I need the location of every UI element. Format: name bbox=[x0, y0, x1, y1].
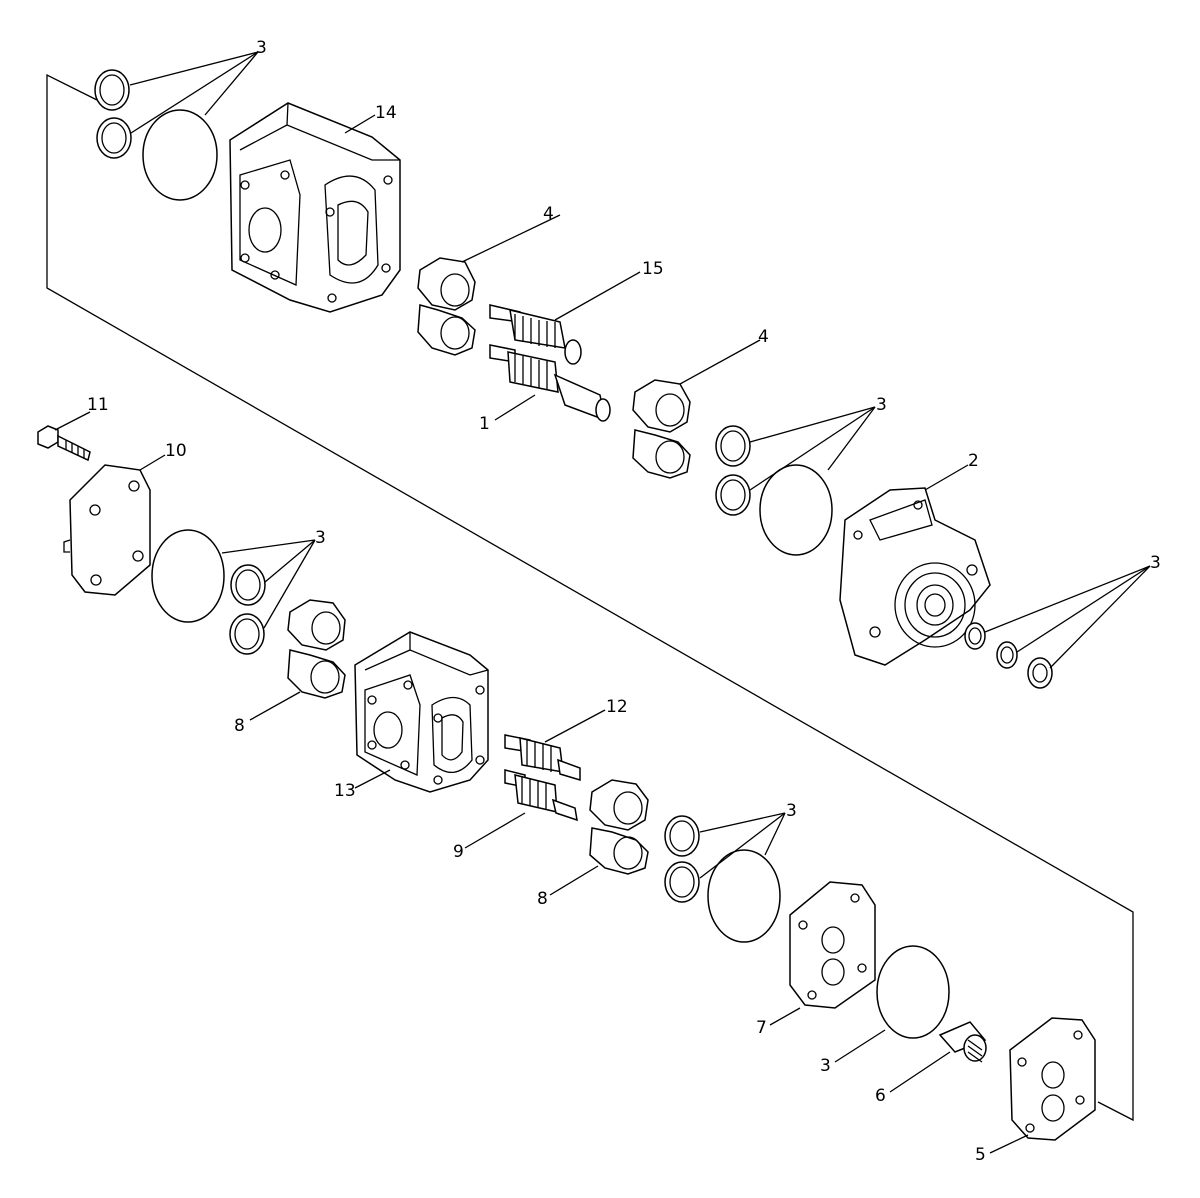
part-3-seal-group-middle[interactable] bbox=[715, 425, 833, 556]
part-3-o-ring-bottom[interactable] bbox=[876, 945, 950, 1039]
part-7-wear-plate[interactable] bbox=[789, 881, 876, 1009]
part-3-seal-group-lower-left[interactable] bbox=[151, 529, 266, 655]
callout-11: 11 bbox=[87, 395, 109, 415]
callout-6: 6 bbox=[875, 1086, 886, 1106]
callout-3-top-left: 3 bbox=[256, 38, 267, 58]
callout-8-left: 8 bbox=[234, 716, 245, 736]
callout-2: 2 bbox=[968, 451, 979, 471]
part-2-mounting-flange[interactable] bbox=[839, 487, 991, 666]
part-10-end-cover[interactable] bbox=[63, 464, 151, 596]
assembly-outline bbox=[46, 73, 1134, 1122]
callout-4-top: 4 bbox=[543, 204, 554, 224]
part-14-housing[interactable] bbox=[229, 102, 401, 313]
callout-8-right: 8 bbox=[537, 889, 548, 909]
part-8-bearing-block-left[interactable] bbox=[287, 599, 346, 699]
part-11-bolt[interactable] bbox=[37, 425, 91, 462]
part-3-seal-group-top-left[interactable] bbox=[94, 69, 218, 201]
leader-lines bbox=[54, 51, 1151, 1154]
part-4-bearing-block-middle[interactable] bbox=[632, 379, 691, 479]
callout-3-bottom: 3 bbox=[820, 1056, 831, 1076]
callout-13: 13 bbox=[334, 781, 356, 801]
part-3-seal-group-lower-middle[interactable] bbox=[664, 815, 781, 943]
part-13-housing[interactable] bbox=[354, 631, 489, 793]
part-15-drive-gear[interactable] bbox=[489, 304, 582, 365]
callout-5: 5 bbox=[975, 1145, 986, 1165]
part-1-driven-gear[interactable] bbox=[489, 344, 611, 422]
callout-9: 9 bbox=[453, 842, 464, 862]
callout-14: 14 bbox=[375, 103, 397, 123]
callout-3-lower-left: 3 bbox=[315, 528, 326, 548]
part-12-gear[interactable] bbox=[504, 734, 581, 782]
callout-7: 7 bbox=[756, 1018, 767, 1038]
callout-3-middle: 3 bbox=[876, 395, 887, 415]
part-6-bushing[interactable] bbox=[938, 1021, 987, 1063]
part-9-gear[interactable] bbox=[504, 769, 578, 822]
part-5-end-plate[interactable] bbox=[1009, 1017, 1096, 1141]
callout-4-middle: 4 bbox=[758, 327, 769, 347]
callout-12: 12 bbox=[606, 697, 628, 717]
callout-3-right: 3 bbox=[1150, 553, 1161, 573]
callout-3-lower-middle: 3 bbox=[786, 801, 797, 821]
part-8-bearing-block-right[interactable] bbox=[589, 779, 649, 875]
callout-labels: 3 14 4 15 4 1 3 2 3 11 10 3 8 13 12 9 8 … bbox=[87, 38, 1161, 1165]
part-3-seal-group-right[interactable] bbox=[964, 622, 1053, 689]
callout-10: 10 bbox=[165, 441, 187, 461]
part-4-bearing-block-top[interactable] bbox=[417, 257, 476, 356]
callout-15: 15 bbox=[642, 259, 664, 279]
callout-1: 1 bbox=[479, 414, 490, 434]
